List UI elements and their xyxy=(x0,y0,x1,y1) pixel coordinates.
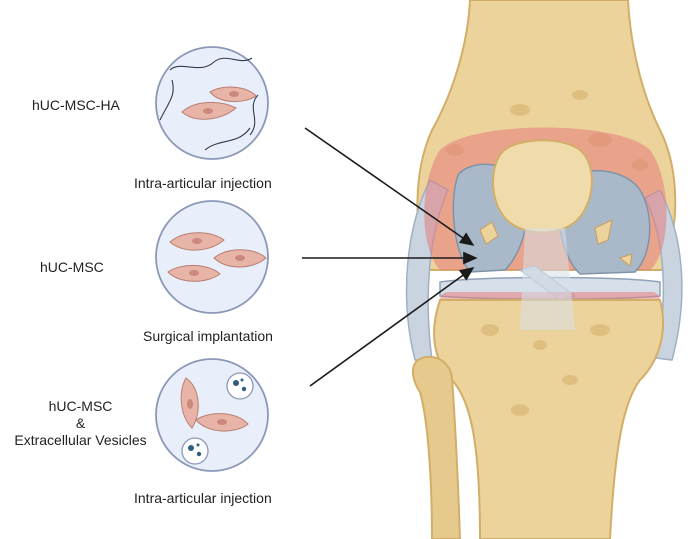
therapy-caption-msc-ev: Intra-articular injection xyxy=(134,490,272,506)
therapy-icon-msc-ha xyxy=(155,46,269,160)
therapy-label-line: Extracellular Vesicles xyxy=(14,432,147,448)
therapy-label-msc-ha: hUC-MSC-HA xyxy=(32,97,120,113)
therapy-caption-msc-ha: Intra-articular injection xyxy=(134,175,272,191)
therapy-label-msc: hUC-MSC xyxy=(40,259,104,275)
knee-joint-illustration xyxy=(405,0,683,539)
stem-cells xyxy=(167,232,267,282)
patella xyxy=(492,139,593,234)
cartilage-lesions xyxy=(479,219,633,267)
circle-frame xyxy=(155,200,269,314)
stem-cells xyxy=(181,86,257,120)
stem-cells xyxy=(180,377,249,432)
therapy-label-line: & xyxy=(75,415,86,431)
extracellular-vesicle-icon xyxy=(226,372,254,400)
therapy-label-msc-ev: hUC-MSC & Extracellular Vesicles xyxy=(8,398,153,449)
therapy-caption-msc: Surgical implantation xyxy=(143,328,273,344)
fibula-bone xyxy=(412,355,462,539)
arrow-injection-bottom xyxy=(309,267,475,387)
tibia-texture xyxy=(481,324,610,416)
patellar-tendon xyxy=(520,228,575,330)
hyaluronic-acid-fibers xyxy=(159,57,259,151)
arrows xyxy=(302,127,478,387)
arrow-injection-top xyxy=(304,127,475,246)
therapy-icon-msc xyxy=(155,200,269,314)
therapy-icon-msc-ev xyxy=(155,358,269,472)
tibia-bone xyxy=(433,299,664,539)
extracellular-vesicle-icon xyxy=(181,437,209,465)
therapy-label-line: hUC-MSC xyxy=(48,398,113,414)
